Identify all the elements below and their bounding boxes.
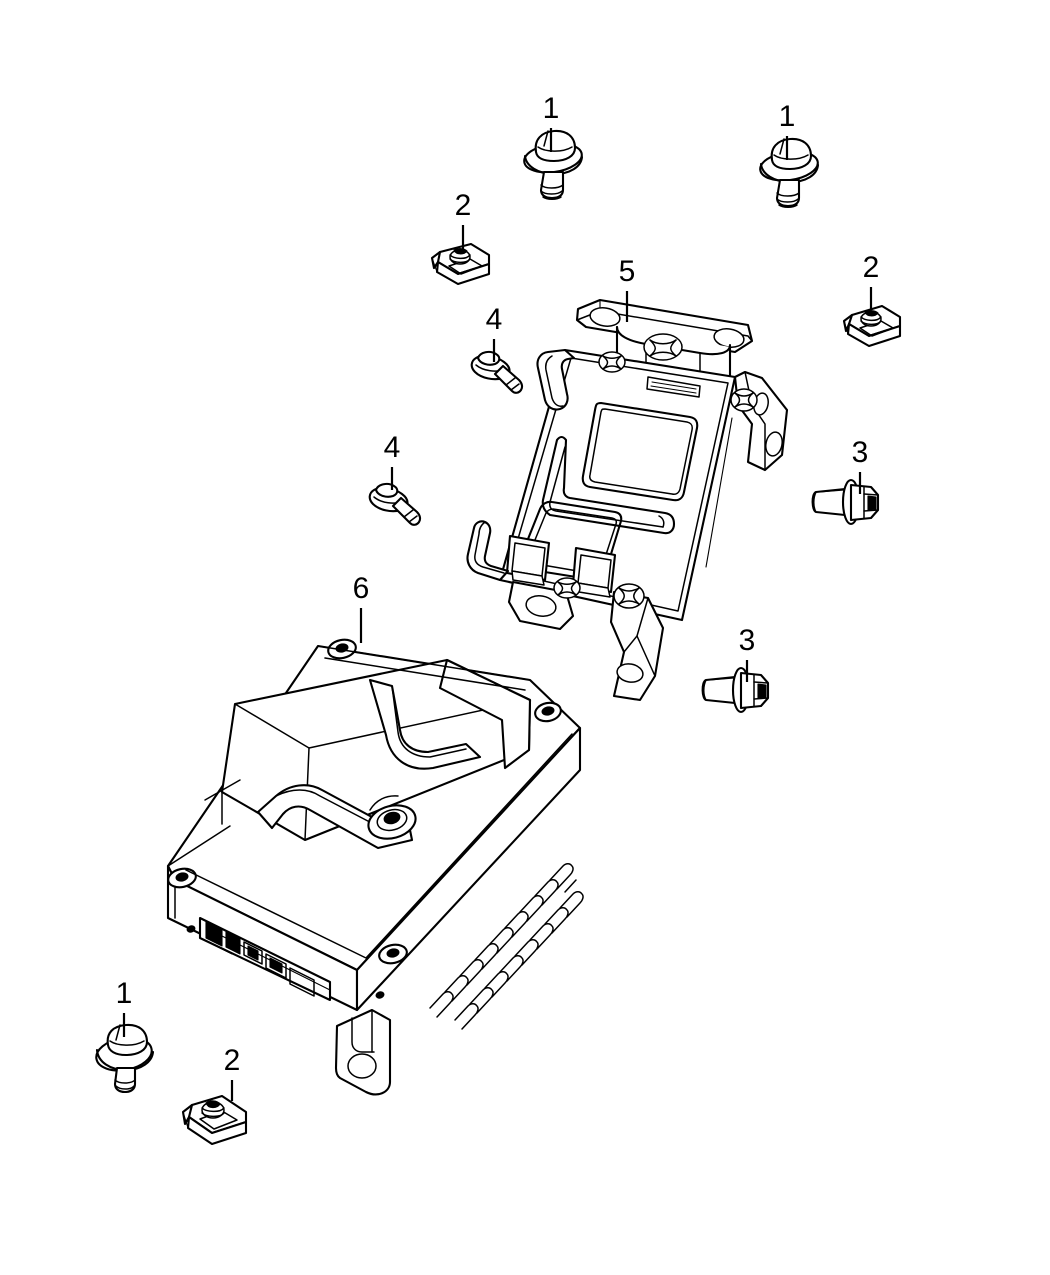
bracket-slot-detail: [646, 376, 701, 398]
callout-1-top-right: 1: [779, 100, 796, 160]
callout-label: 2: [224, 1044, 241, 1077]
callout-label: 3: [852, 436, 869, 469]
bracket-emboss-cross-right: [730, 388, 758, 412]
callout-1-bottom: 1: [116, 977, 133, 1037]
callout-3-lower: 3: [739, 624, 756, 682]
part-screw-1-top-right: [759, 137, 820, 208]
callout-label: 5: [619, 255, 636, 288]
bracket-bottom-leg: [609, 583, 665, 702]
part-clipnut-2-upper-right: [842, 304, 902, 348]
module-foot-tab: [334, 1008, 392, 1096]
callouts-layer: 1 1 2 2 4 5: [116, 92, 880, 1101]
callout-label: 1: [116, 977, 133, 1010]
callout-3-right: 3: [852, 436, 869, 494]
part-screw-4-upper: [470, 350, 524, 394]
callout-label: 4: [384, 431, 401, 464]
bracket-right-tab-upper: [705, 370, 789, 568]
callout-2-bottom: 2: [224, 1044, 241, 1101]
callout-4-upper: 4: [486, 303, 503, 362]
module-vent-slots: [429, 863, 584, 1030]
callout-5-bracket: 5: [619, 255, 636, 322]
callout-6-module: 6: [353, 572, 370, 643]
part-bolt-3-lower: [701, 666, 770, 714]
bracket-emboss-cross-leg: [613, 583, 645, 609]
part-bracket-5: [466, 298, 789, 702]
callout-2-upper-left: 2: [455, 189, 472, 249]
bracket-tab-right: [571, 546, 617, 598]
module-screw-right: [534, 701, 562, 723]
bracket-emboss-cross-upleft: [598, 351, 626, 373]
part-module-6: [166, 638, 584, 1096]
part-screw-1-bottom: [95, 1023, 155, 1094]
bracket-tab-left: [505, 534, 551, 586]
part-clipnut-2-bottom: [181, 1094, 248, 1146]
part-clipnut-2-upper-left: [430, 242, 491, 286]
part-screw-4-lower: [368, 482, 422, 526]
bracket-emboss-cross-lowleft: [553, 577, 581, 599]
part-bolt-3-right: [811, 478, 880, 526]
callout-4-lower: 4: [384, 431, 401, 490]
module-screw-bottom: [378, 943, 408, 965]
callout-label: 1: [543, 92, 560, 125]
callout-label: 2: [863, 251, 880, 284]
bracket-emboss-cross-top: [643, 333, 683, 361]
callout-label: 4: [486, 303, 503, 336]
callout-label: 6: [353, 572, 370, 605]
part-screw-1-top-left: [523, 129, 584, 200]
callout-label: 2: [455, 189, 472, 222]
callout-1-top-left: 1: [543, 92, 560, 152]
module-strap-upper: [368, 678, 482, 770]
callout-label: 1: [779, 100, 796, 133]
module-connector: [198, 916, 332, 1002]
module-screw-center: [367, 795, 417, 840]
callout-label: 3: [739, 624, 756, 657]
callout-2-upper-right: 2: [863, 251, 880, 310]
